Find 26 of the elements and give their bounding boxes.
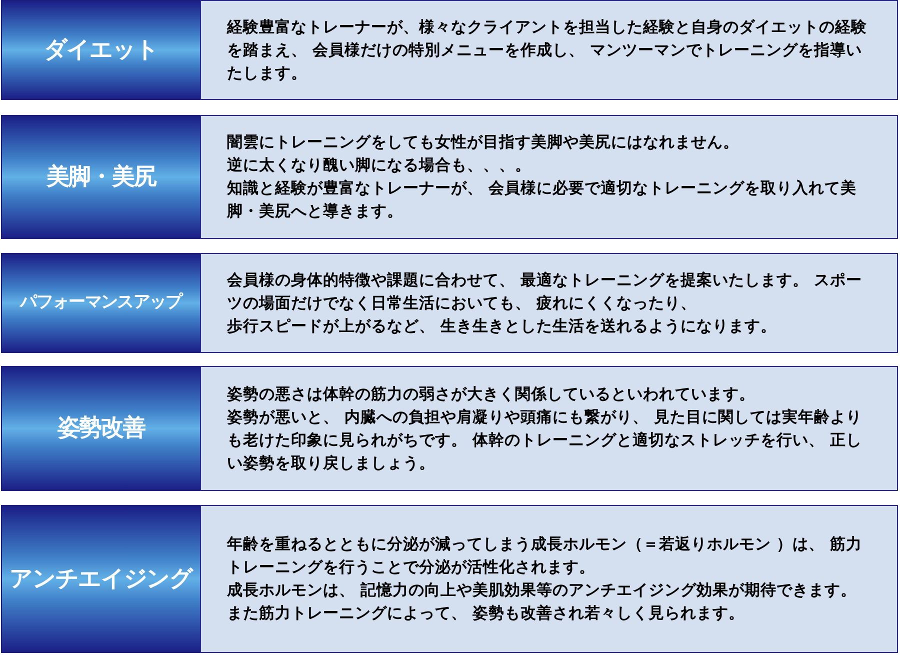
category-label: アンチエイジング <box>10 564 192 594</box>
description-box <box>200 505 898 653</box>
description-text: 姿勢の悪さは体幹の筋力の弱さが大きく関係しているといわれています。 <box>227 384 756 404</box>
category-box <box>1 0 201 100</box>
description-box <box>200 366 898 491</box>
category-box <box>1 366 201 491</box>
description-text: 経験豊富なトレーナーが、様々なクライアントを担当した経験と自身のダイエットの経験を踏まえ、 会員様だけの特別メニューを作成し、 マンツーマンでトレーニングを指導いたします。 <box>227 16 868 84</box>
description-text: 年齢を重ねるとともに分泌が減ってしまう成長ホルモン（＝若返りホルモン ）は、 筋力トレーニングを行うことで分泌が活性化されます。 <box>227 534 863 578</box>
category-box <box>1 505 201 653</box>
category-label: 姿勢改善 <box>57 414 145 444</box>
description-box <box>200 0 898 100</box>
description-text: 知識と経験が豊富なトレーナーが、 会員様に必要で適切なトレーニングを取り入れて美脚・美尻へと導きます。 <box>227 178 858 222</box>
description-text: また筋力トレーニングによって、 姿勢も改善され若々しく見られます。 <box>227 603 746 624</box>
category-label: ダイエット <box>44 36 158 65</box>
description-text: 闇雲にトレーニングをしても女性が目指す美脚や美尻にはなれません。 <box>227 132 740 153</box>
description-text: 歩行スピードが上がるなど、 生き生きとした生活を送れるようになります。 <box>227 316 778 336</box>
category-box <box>1 253 201 353</box>
category-box <box>1 115 201 239</box>
category-label: 美脚・美尻 <box>46 162 156 192</box>
description-text: 姿勢が悪いと、 内臓への負担や肩凝りや頭痛にも繋がり、 見た目に関しては実年齢よりも老けた印象に見られがちです。 体幹のトレーニングと適切なストレッチを行い、 正しい姿勢を取り戻しましょう。 <box>227 406 863 474</box>
category-label: パフォーマンスアップ <box>20 291 182 314</box>
description-box <box>200 115 898 239</box>
description-box <box>200 253 898 353</box>
description-text: 逆に太くなり醜い脚になる場合も、、、。 <box>227 155 532 176</box>
description-text: 会員様の身体的特徴や課題に合わせて、 最適なトレーニングを提案いたします。 スポーツの場面だけでなく日常生活においても、 疲れにくくなったり、 <box>227 270 863 314</box>
description-text: 成長ホルモンは、 記憶力の向上や美肌効果等のアンチエイジング効果が期待できます。 <box>227 580 858 601</box>
